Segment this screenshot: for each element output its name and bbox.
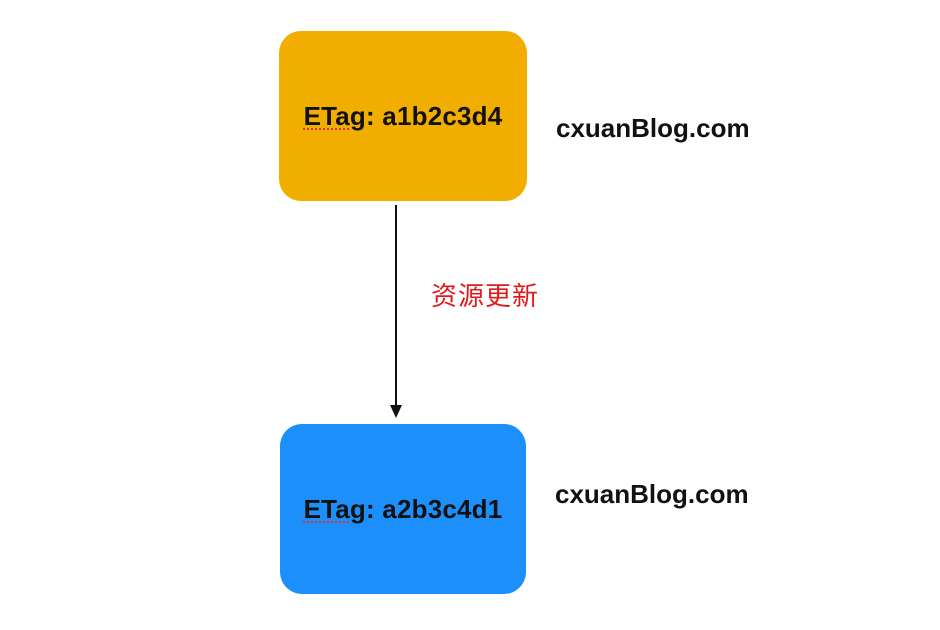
etag-box-before: ETag: a1b2c3d4 (279, 31, 527, 201)
etag-value-before: ETag: a1b2c3d4 (304, 101, 503, 132)
etag-hash-before: : a1b2c3d4 (366, 100, 503, 131)
update-arrow (390, 205, 402, 418)
update-label: 资源更新 (431, 282, 540, 312)
etag-key-label: ETag (303, 100, 367, 131)
domain-label-before: cxuanBlog.com (556, 113, 750, 143)
etag-hash-after: : a2b3c4d1 (366, 493, 503, 524)
etag-value-after: ETag: a2b3c4d1 (304, 494, 503, 525)
etag-key-label: ETag (303, 493, 367, 524)
arrow-head (390, 405, 402, 418)
etag-box-after: ETag: a2b3c4d1 (280, 424, 526, 594)
domain-label-after: cxuanBlog.com (555, 479, 749, 509)
